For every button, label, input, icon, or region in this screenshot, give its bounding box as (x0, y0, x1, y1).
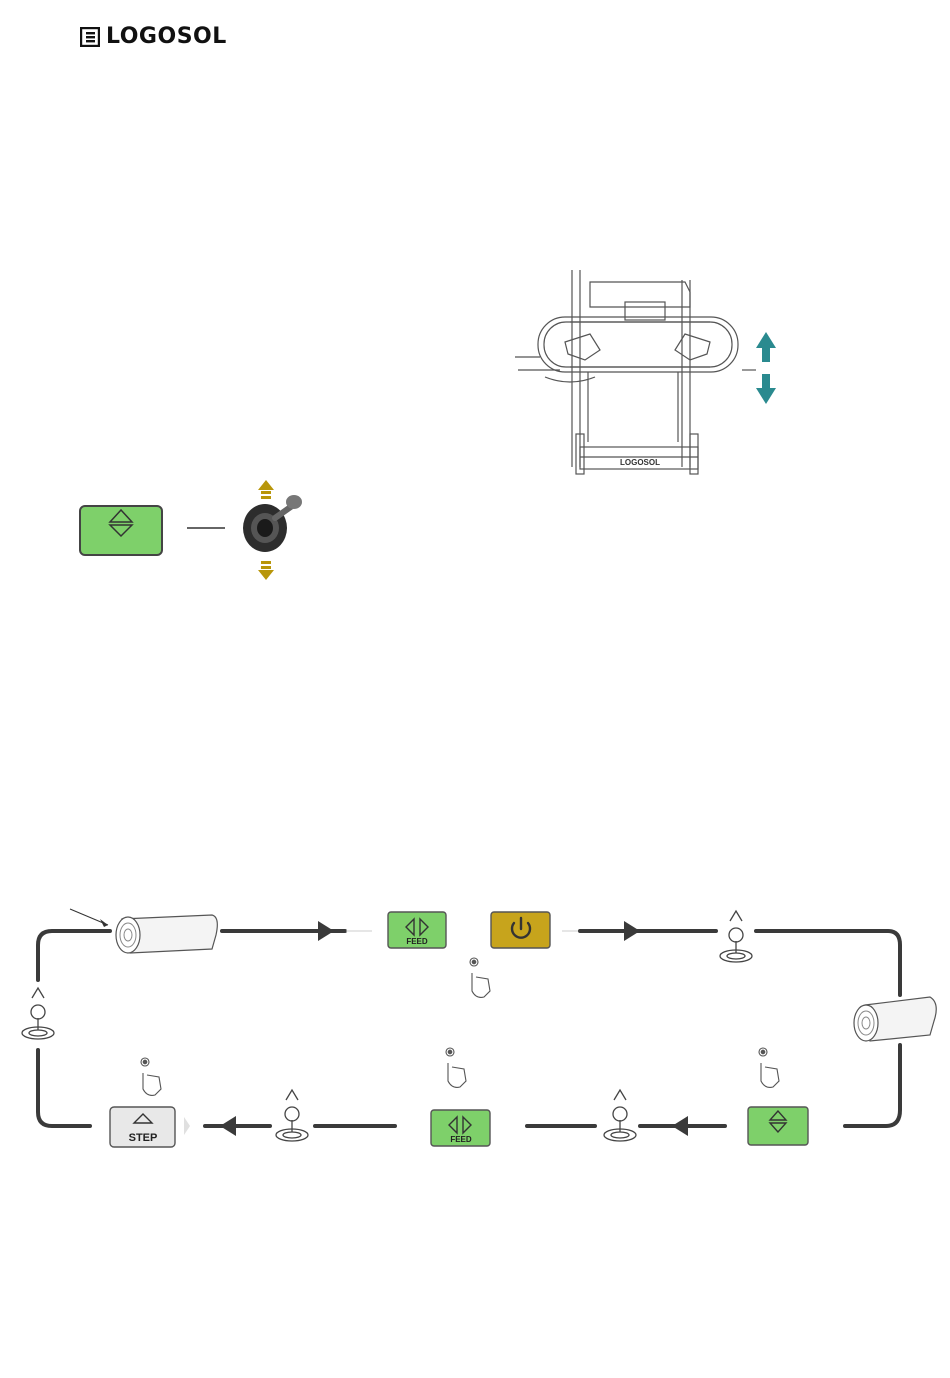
step-button[interactable]: STEP (110, 1107, 175, 1147)
sawing-workflow-loop: FEED (0, 895, 950, 1165)
joystick-tilt-icon (22, 988, 54, 1039)
joystick-tilt-icon (720, 911, 752, 962)
logosol-logo: LOGOSOL (80, 24, 227, 49)
brand-name: LOGOSOL (106, 24, 227, 49)
step-button-label: STEP (129, 1132, 158, 1144)
up-down-teal-arrow-icon (756, 332, 776, 404)
feed-button-label: FEED (406, 937, 428, 946)
finger-press-icon (759, 1048, 779, 1087)
finger-press-icon (470, 958, 490, 997)
joystick-tilt-icon (604, 1090, 636, 1141)
logosol-mark-icon (80, 27, 100, 47)
up-down-button[interactable] (80, 506, 162, 555)
finger-press-icon (446, 1048, 466, 1087)
frame-brand-label: LOGOSOL (620, 458, 660, 467)
feed-button-label: FEED (450, 1135, 472, 1144)
joystick[interactable] (243, 495, 302, 552)
joystick-tilt-icon (276, 1090, 308, 1141)
power-button[interactable] (491, 912, 550, 948)
sawmill-illustration: LOGOSOL (510, 262, 780, 492)
feed-button[interactable]: FEED (388, 912, 446, 948)
log-icon (854, 997, 936, 1041)
up-down-button[interactable] (748, 1107, 808, 1145)
height-control-panel (70, 470, 330, 590)
feed-button[interactable]: FEED (431, 1110, 490, 1146)
finger-press-icon (141, 1058, 161, 1095)
